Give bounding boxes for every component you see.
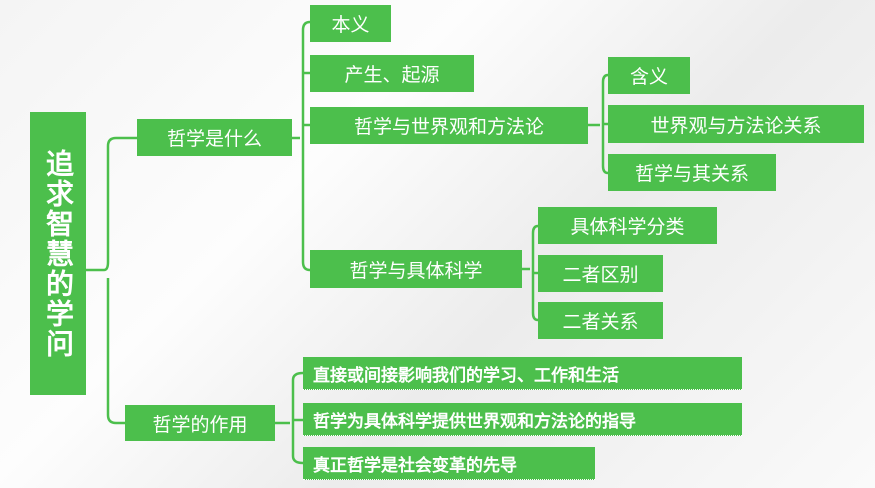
node-role-of-philosophy[interactable]: 哲学的作用 (125, 405, 275, 441)
connector-what (292, 20, 311, 272)
node-role-1[interactable]: 直接或间接影响我们的学习、工作和生活 (303, 357, 742, 390)
node-worldview-method-relation[interactable]: 世界观与方法论关系 (608, 105, 864, 143)
node-meaning[interactable]: 本义 (310, 5, 391, 42)
node-relationship[interactable]: 二者关系 (538, 302, 663, 339)
node-worldview-methodology[interactable]: 哲学与世界观和方法论 (310, 107, 588, 144)
root-node[interactable]: 追求智慧的学问 (30, 112, 86, 395)
node-origin[interactable]: 产生、起源 (310, 55, 474, 92)
connector-science (522, 224, 539, 322)
node-definition[interactable]: 含义 (608, 57, 690, 94)
node-what-is-philosophy[interactable]: 哲学是什么 (137, 119, 292, 156)
node-difference[interactable]: 二者区别 (538, 255, 663, 292)
node-philosophy-relation[interactable]: 哲学与其关系 (608, 154, 776, 191)
connector-root (86, 136, 137, 425)
connector-worldview (588, 73, 609, 175)
node-science-classification[interactable]: 具体科学分类 (538, 207, 717, 244)
node-role-2[interactable]: 哲学为具体科学提供世界观和方法论的指导 (303, 403, 742, 436)
node-role-3[interactable]: 真正哲学是社会变革的先导 (303, 447, 595, 480)
node-philosophy-and-science[interactable]: 哲学与具体科学 (310, 250, 522, 288)
connector-role (275, 371, 304, 465)
